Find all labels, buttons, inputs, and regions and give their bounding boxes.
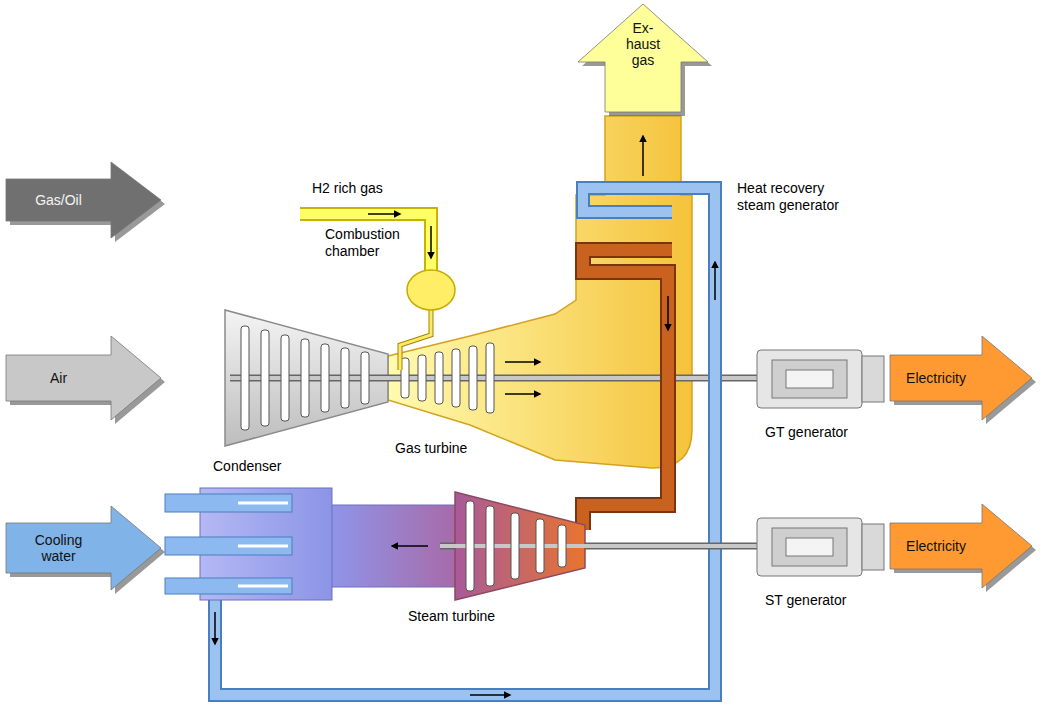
- arrow-caption: Gas/Oil: [35, 192, 82, 208]
- condenser-label: Condenser: [213, 458, 282, 475]
- water-pipe: [215, 188, 715, 695]
- combustion-chamber: [407, 270, 455, 310]
- turbine-blade: [435, 352, 443, 404]
- arrow-caption: Air: [50, 370, 67, 386]
- cooling-input-arrow: Cooling water: [6, 506, 161, 590]
- fuel-input-arrow: Gas/Oil: [6, 162, 161, 238]
- flow-arrow: [642, 136, 644, 176]
- generator-housing: [757, 350, 862, 408]
- steam-pipe: [583, 250, 672, 530]
- arrow-shape: [6, 336, 161, 420]
- combustor-label: Combustion chamber: [325, 226, 415, 260]
- flow-arrow: [214, 612, 216, 644]
- arrow-caption: Cooling water: [28, 532, 90, 564]
- arrow-shape: [578, 4, 708, 112]
- turbine-blade: [418, 355, 426, 401]
- arrow-shape: [6, 162, 161, 238]
- power-output-arrow: Electricity: [890, 336, 1032, 420]
- arrow-shape: [890, 336, 1032, 420]
- generator-stator: [772, 528, 847, 566]
- turbine-exhaust-duct: [388, 116, 692, 468]
- flow-arrow: [714, 262, 716, 300]
- steam-turbine-blade: [536, 519, 544, 573]
- arrow-caption: Ex- haust gas: [619, 20, 667, 68]
- flow-arrow: [392, 545, 428, 547]
- arrow-shape: [6, 506, 161, 590]
- tube-highlight: [238, 545, 288, 548]
- flow-arrow: [505, 393, 540, 395]
- arrow-text-area: Ex- haust gas: [578, 20, 708, 68]
- compressor-blade: [241, 326, 249, 430]
- fuel-pipe-outline: [300, 214, 431, 274]
- steam-turbine-blade: [486, 506, 494, 586]
- compressor-blade: [321, 344, 329, 412]
- compressor-blade: [281, 335, 289, 421]
- compressor-blade: [261, 330, 269, 426]
- steam-turbine-label: Steam turbine: [408, 608, 495, 625]
- fuel-label: H2 rich gas: [312, 180, 383, 197]
- cooling-tube: [165, 494, 292, 512]
- hrsg-label: Heat recovery steam generator: [737, 180, 857, 214]
- flow-arrow: [667, 296, 669, 330]
- steam-turbine-blade: [466, 501, 474, 591]
- gas-turbine-label: Gas turbine: [395, 440, 467, 457]
- flow-arrow: [430, 226, 432, 258]
- generator-label: ST generator: [765, 592, 846, 609]
- generator-end-cap: [862, 524, 884, 570]
- generator-end-cap: [862, 356, 884, 402]
- compressor-casing: [225, 310, 388, 446]
- turbine-blade: [452, 349, 460, 407]
- steam-pipe-outline: [583, 250, 672, 530]
- generator-rotor: [786, 370, 833, 388]
- burner-tube-outline: [400, 305, 431, 370]
- arrow-caption: Electricity: [906, 538, 966, 554]
- st-generator-symbol: [757, 518, 884, 576]
- flow-arrow: [368, 213, 400, 215]
- arrow-text-area: Air: [6, 355, 111, 401]
- flow-arrow: [505, 361, 540, 363]
- fuel-pipe: [300, 214, 431, 274]
- steam-turbine-blade: [511, 513, 519, 579]
- compressor-blade: [301, 339, 309, 417]
- steam-turbine-blade: [558, 525, 566, 567]
- generator-stator: [772, 360, 847, 398]
- tube-highlight: [238, 585, 288, 588]
- water-pipe-outline: [215, 188, 715, 695]
- compressor-blade: [341, 348, 349, 408]
- generator-housing: [757, 518, 862, 576]
- arrow-text-area: Gas/Oil: [6, 179, 111, 221]
- arrow-shape: [890, 504, 1032, 588]
- air-input-arrow: Air: [6, 336, 161, 420]
- power-output-arrow: Electricity: [890, 504, 1032, 588]
- generator-rotor: [786, 538, 833, 556]
- arrow-text-area: Electricity: [890, 523, 982, 569]
- arrow-outline: [6, 506, 161, 590]
- arrow-caption: Electricity: [906, 370, 966, 386]
- cooling-tube: [165, 578, 292, 594]
- condenser-neck: [330, 505, 457, 587]
- cooling-tube: [165, 537, 292, 555]
- arrow-text-area: Electricity: [890, 355, 982, 401]
- arrow-outline: [6, 336, 161, 420]
- burner-tube: [400, 305, 431, 370]
- arrow-text-area: Cooling water: [6, 523, 111, 573]
- turbine-blade: [486, 343, 494, 413]
- turbine-blade: [469, 346, 477, 410]
- exhaust-output-arrow: Ex- haust gas: [578, 4, 708, 112]
- tube-highlight: [238, 502, 288, 505]
- compressor-blade: [361, 352, 369, 404]
- gt-generator-symbol: [757, 350, 884, 408]
- flow-arrow: [470, 694, 510, 696]
- generator-label: GT generator: [765, 424, 848, 441]
- arrow-outline: [6, 162, 161, 238]
